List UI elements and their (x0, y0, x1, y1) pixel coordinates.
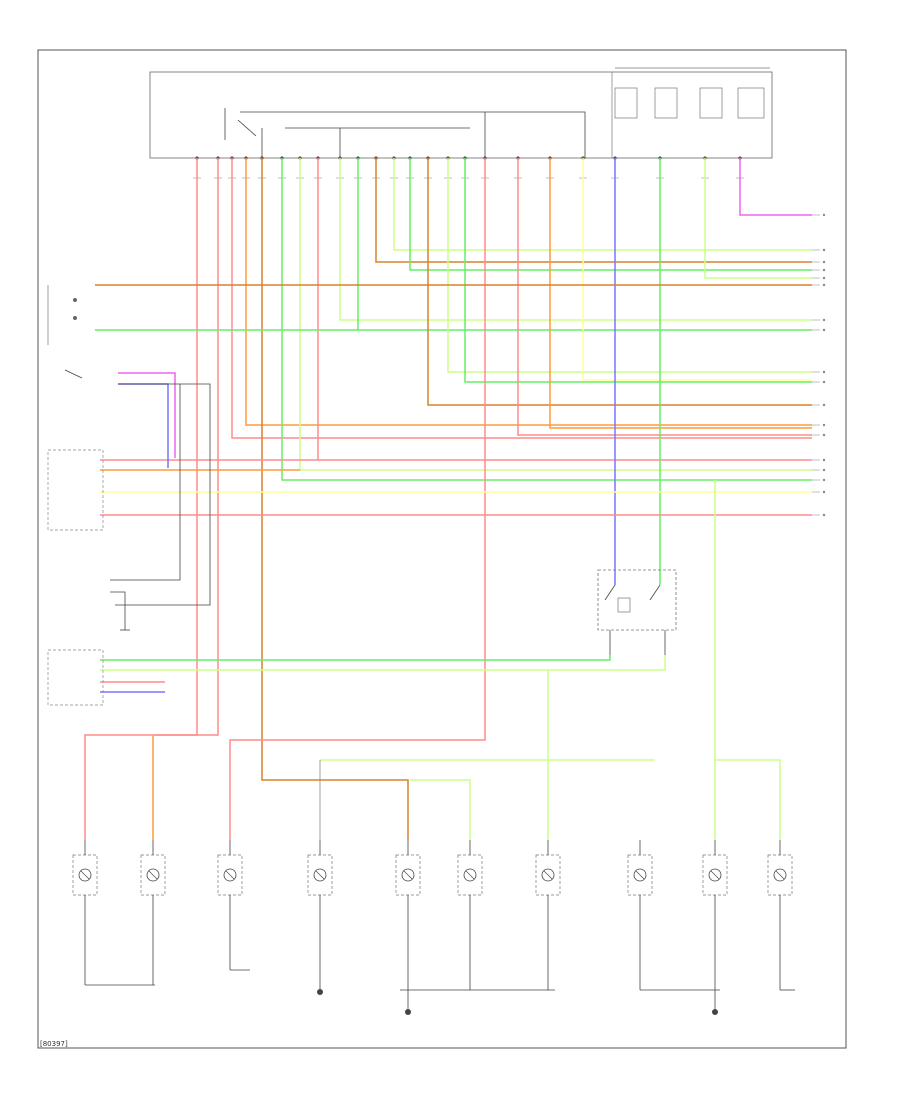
bulb-filament (465, 870, 475, 880)
lamp-assembly (72, 840, 98, 985)
red-wire-4 (317, 158, 812, 461)
wire-end-terminal (822, 276, 826, 280)
bulb-filament (315, 870, 325, 880)
wire-end-terminal (822, 283, 826, 287)
bulb-filament (80, 870, 90, 880)
diagram-border (37, 49, 847, 1049)
module-output-wires (84, 158, 812, 840)
wire-end-terminal (822, 423, 826, 427)
dark-orange-wire-3 (427, 158, 812, 406)
wire-end-terminal (822, 213, 826, 217)
lamp-assembly (395, 840, 421, 1012)
black-ground-wire (110, 591, 126, 630)
wire-end-terminal (822, 380, 826, 384)
wire-end-terminal (822, 468, 826, 472)
bulb-icon (463, 868, 477, 882)
dark-orange-wire-2 (375, 158, 812, 263)
lamp-assembly (140, 840, 166, 985)
wire-end-terminal (822, 370, 826, 374)
lower-drop-3 (410, 779, 471, 840)
lamp-assembly (627, 840, 653, 990)
wire-end-terminal (822, 268, 826, 272)
module-connector-pins (193, 156, 744, 179)
bulb-icon (773, 868, 787, 882)
light-green-wire-1 (299, 158, 812, 471)
wire-end-terminal (822, 328, 826, 332)
wire-end-terminal (822, 478, 826, 482)
wire-end-terminal (822, 513, 826, 517)
lamp-assembly (702, 840, 728, 1012)
lower-drop-2 (715, 759, 781, 840)
lamp-assembly (457, 840, 483, 990)
wire-end-terminal (822, 248, 826, 252)
light-green-wire-4 (447, 158, 812, 373)
relay-light-green-feed (100, 655, 666, 671)
left-side-wires (95, 284, 812, 631)
red-wire-6 (517, 158, 812, 436)
bulb-icon (146, 868, 160, 882)
bulb-icon (401, 868, 415, 882)
bulb-icon (223, 868, 237, 882)
module-internal-bus (240, 111, 586, 158)
module-right-sections (614, 67, 770, 119)
lamp-assemblies (72, 840, 793, 1012)
lamp-assembly (307, 840, 333, 992)
bulb-filament (543, 870, 553, 880)
diagram-code: [80397] (40, 1040, 68, 1048)
yellow-wire-1 (582, 158, 812, 381)
lamp-assembly (767, 840, 793, 990)
bulb-icon (78, 868, 92, 882)
bulb-filament (710, 870, 720, 880)
bulb-icon (541, 868, 555, 882)
light-green-wire-3 (393, 158, 812, 251)
violet-switch-wire (118, 372, 176, 458)
wire-end-terminal (822, 260, 826, 264)
relay-block (597, 569, 677, 655)
ground-buses (85, 969, 795, 1015)
orange-wire-2 (549, 158, 812, 429)
right-connector-ends (812, 213, 826, 517)
green-wire-2 (357, 158, 812, 331)
light-green-wire-2 (339, 158, 812, 321)
bulb-filament (225, 870, 235, 880)
bulb-filament (635, 870, 645, 880)
orange-wire-1 (245, 158, 812, 426)
red-wire-3 (231, 158, 812, 439)
violet-wire (739, 158, 812, 216)
wire-end-terminal (822, 458, 826, 462)
lamp-assembly (535, 840, 561, 990)
wire-end-terminal (822, 490, 826, 494)
red-wire-5 (229, 158, 486, 840)
bulb-filament (775, 870, 785, 880)
light-green-wire-5 (704, 158, 812, 279)
bulb-filament (148, 870, 158, 880)
bulb-icon (313, 868, 327, 882)
green-wire-1 (281, 158, 812, 481)
left-components (47, 285, 104, 706)
bulb-icon (633, 868, 647, 882)
relay-green-feed (100, 655, 611, 661)
wire-end-terminal (822, 403, 826, 407)
module-relay-switch (237, 119, 257, 137)
red-wire-1 (84, 158, 198, 840)
wire-end-terminal (822, 318, 826, 322)
bulb-icon (708, 868, 722, 882)
wire-end-terminal (822, 433, 826, 437)
dark-orange-wire-1 (261, 158, 409, 840)
green-wire-3 (409, 158, 812, 271)
bulb-filament (403, 870, 413, 880)
control-module-box (149, 71, 773, 159)
red-wire-2 (155, 158, 219, 736)
black-return-wire-2 (110, 384, 181, 581)
green-wire-4 (464, 158, 812, 383)
blue-switch-wire (118, 383, 169, 468)
black-return-wire (115, 383, 211, 606)
lamp-assembly (217, 840, 243, 970)
